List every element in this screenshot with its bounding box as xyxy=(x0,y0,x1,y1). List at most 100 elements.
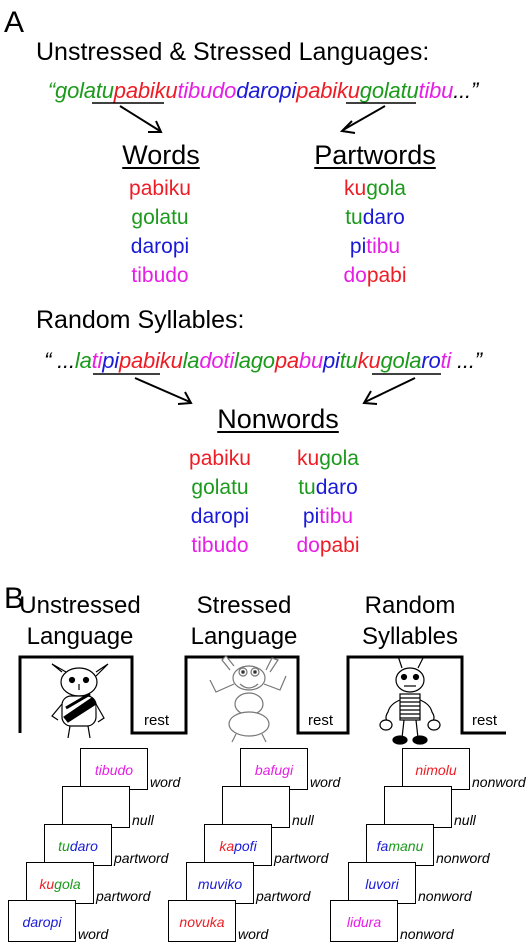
nonword-item-segment: do xyxy=(296,534,320,557)
random-syllable-stream: “ ...latipipabikuladotilagopabupitukugol… xyxy=(6,348,520,374)
nonword-item: pabiku xyxy=(170,444,270,473)
nonword-item: tibudo xyxy=(170,531,270,560)
word-item: pabiku xyxy=(110,174,210,203)
language-stream-segment: tibu xyxy=(418,78,454,103)
trial-card-type-label: word xyxy=(310,774,341,790)
condition-random-title: Random Syllables xyxy=(330,590,490,652)
trial-card: tudaro xyxy=(44,824,112,866)
arrow-to-partwords xyxy=(339,105,386,134)
trial-card: kapofi xyxy=(204,824,272,866)
trial-card-type-label: nonword xyxy=(418,888,472,904)
nonword-item: dopabi xyxy=(278,531,378,560)
random-stream-segment: la xyxy=(74,348,92,373)
random-stream-segment: bu xyxy=(298,348,323,373)
partwords-title: Partwords xyxy=(314,140,436,170)
nonword-item-segment: pi xyxy=(302,505,320,528)
random-stream-segment: “ ... xyxy=(44,348,75,373)
trial-card-segment: gola xyxy=(54,876,81,892)
word-item-segment: pabiku xyxy=(129,177,191,200)
trial-card-text: muviko xyxy=(187,876,253,892)
partword-item-segment: tu xyxy=(345,206,363,229)
trial-card-type-label: partword xyxy=(114,850,169,866)
words-title: Words xyxy=(122,140,200,170)
trial-card-type-label: word xyxy=(238,926,269,942)
trial-card-segment: ku xyxy=(39,876,55,892)
trial-card-text: lidura xyxy=(331,914,397,930)
trial-card-text: famanu xyxy=(367,838,433,854)
partword-item: pitibu xyxy=(325,232,425,261)
trial-card-text: nimolu xyxy=(403,762,469,778)
trial-card-text: daropi xyxy=(9,914,75,930)
language-stream-segment: “ xyxy=(47,78,56,103)
trial-card: daropi xyxy=(8,900,76,942)
trial-card-type-label: null xyxy=(132,812,154,828)
panel-b-label: B xyxy=(4,582,25,615)
random-stream-segment: pi xyxy=(102,348,119,373)
partword-item: tudaro xyxy=(325,203,425,232)
language-stream-segment: daropi xyxy=(236,78,297,103)
nonword-item-segment: daropi xyxy=(190,505,250,528)
random-stream-segment: la xyxy=(182,348,200,373)
block-design-trace xyxy=(18,655,506,735)
trial-card-segment: manu xyxy=(388,838,424,854)
trial-card-text: novuka xyxy=(169,914,235,930)
arrow-to-nonwords-right xyxy=(362,377,416,405)
trial-card-type-label: word xyxy=(150,774,181,790)
languages-heading: Unstressed & Stressed Languages: xyxy=(36,38,430,66)
partword-item-segment: pabi xyxy=(366,264,407,287)
trial-card-segment: luvori xyxy=(365,876,399,892)
trial-card-text: kugola xyxy=(27,876,93,892)
partword-item-segment: tibu xyxy=(366,235,401,258)
spring-robot-figure xyxy=(379,655,441,745)
trial-card-type-label: partword xyxy=(274,850,329,866)
trial-card-text: tudaro xyxy=(45,838,111,854)
random-stream-segment: ro xyxy=(421,348,441,373)
random-stream-segment: ti xyxy=(91,348,103,373)
trial-card-text: luvori xyxy=(349,876,415,892)
trial-card xyxy=(222,786,290,828)
alien-figure xyxy=(209,655,287,743)
trial-card-segment: novuka xyxy=(179,914,225,930)
trial-card: bafugi xyxy=(240,748,308,790)
trial-card-segment: daropi xyxy=(22,914,62,930)
nonword-item: pitibu xyxy=(278,502,378,531)
random-stream-segment: la xyxy=(234,348,251,373)
nonword-item-segment: tibudo xyxy=(191,534,249,557)
nonword-item: daropi xyxy=(170,502,270,531)
language-stream-segment: tibudo xyxy=(177,78,237,103)
language-stream-segment: ...” xyxy=(453,78,479,103)
condition-stressed-title: Stressed Language xyxy=(164,590,324,652)
condition-stressed-line2: Language xyxy=(190,623,298,650)
nonword-item-segment: tibu xyxy=(319,505,354,528)
language-stream-segment: golatu xyxy=(55,78,114,103)
nonword-item: kugola xyxy=(278,444,378,473)
rest-label-3: rest xyxy=(472,712,498,729)
word-item-segment: tibudo xyxy=(131,264,189,287)
trial-card: famanu xyxy=(366,824,434,866)
nonword-item: tudaro xyxy=(278,473,378,502)
trial-card xyxy=(384,786,452,828)
trial-card-segment: muviko xyxy=(197,876,243,892)
trial-card-segment: ka xyxy=(219,838,235,854)
random-stream-segment: go xyxy=(250,348,275,373)
trial-card: novuka xyxy=(168,900,236,942)
random-stream-segment: ...” xyxy=(451,348,482,373)
random-stream-segment: gola xyxy=(380,348,422,373)
trial-card: lidura xyxy=(330,900,398,942)
arrow-to-nonwords-left xyxy=(134,377,193,405)
partword-item-segment: daro xyxy=(362,206,405,229)
language-stream-segment: golatu xyxy=(359,78,419,103)
arrow-to-words xyxy=(119,105,163,133)
word-item: tibudo xyxy=(110,261,210,290)
partword-item-segment: gola xyxy=(366,177,406,200)
trial-card-type-label: null xyxy=(292,812,314,828)
trial-card: kugola xyxy=(26,862,94,904)
random-stream-segment: ti xyxy=(440,348,452,373)
trial-card: muviko xyxy=(186,862,254,904)
rest-label-1: rest xyxy=(144,712,170,729)
word-item-segment: daropi xyxy=(130,235,190,258)
